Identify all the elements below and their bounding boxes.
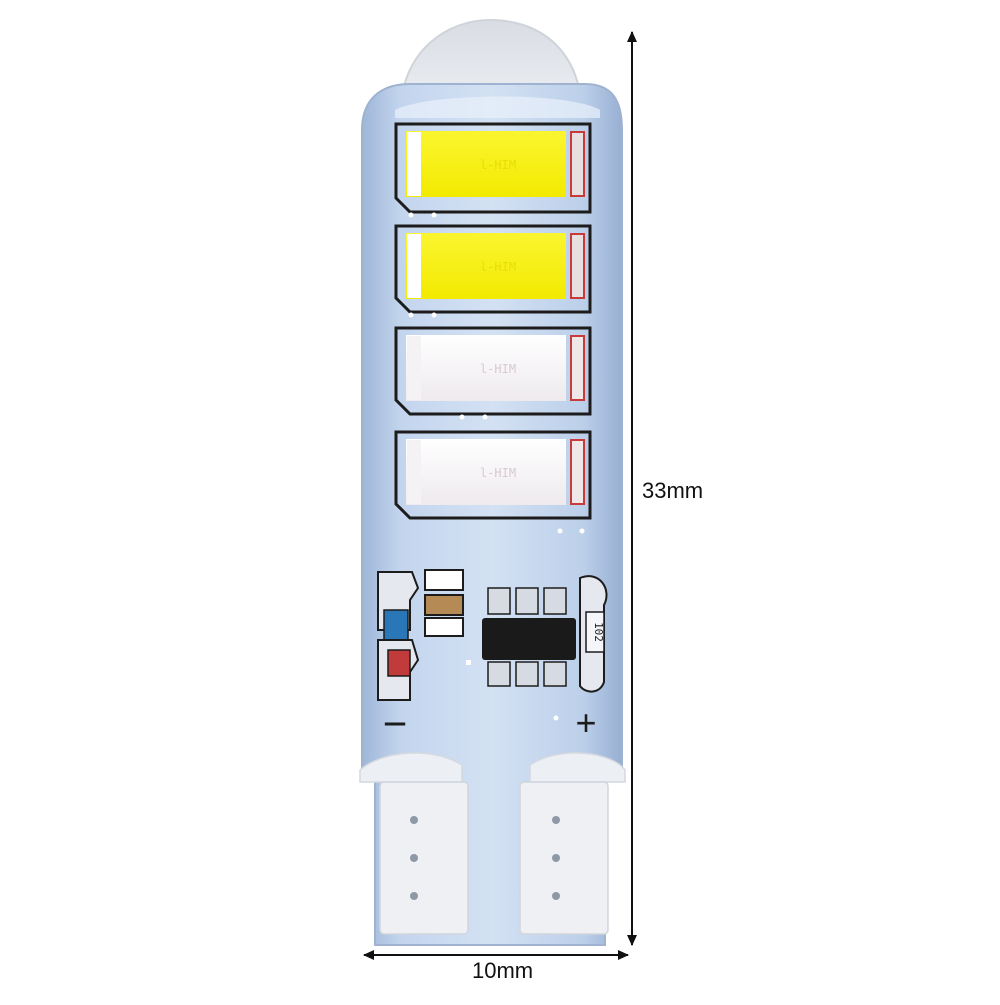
width-dimension-label: 10mm: [472, 958, 534, 983]
svg-text:102: 102: [592, 622, 605, 642]
led-chip-2: l-HIM: [394, 224, 592, 318]
contact-leg-right: [519, 781, 609, 935]
svg-text:l-HIM: l-HIM: [480, 362, 516, 376]
height-dimension-label: 33mm: [642, 478, 704, 503]
contact-leg-left: [379, 781, 469, 935]
led-chip-3: l-HIM: [394, 326, 592, 420]
silicone-base-left: [359, 752, 463, 783]
svg-text:l-HIM: l-HIM: [480, 466, 516, 480]
positive-terminal-mark: +: [575, 702, 596, 743]
svg-text:l-HIM: l-HIM: [480, 260, 516, 274]
driver-ic-chip: [482, 587, 576, 687]
smd-resistor: 102: [579, 575, 608, 693]
svg-text:l-HIM: l-HIM: [480, 158, 516, 172]
via-dot: [553, 715, 559, 721]
negative-terminal-mark: −: [383, 700, 408, 747]
resistor-pad-area: [377, 569, 471, 701]
led-chip-1: l-HIM: [394, 122, 592, 218]
silicone-base-right: [529, 752, 626, 783]
board-highlight: [395, 96, 600, 118]
led-chip-4: l-HIM: [394, 430, 592, 534]
